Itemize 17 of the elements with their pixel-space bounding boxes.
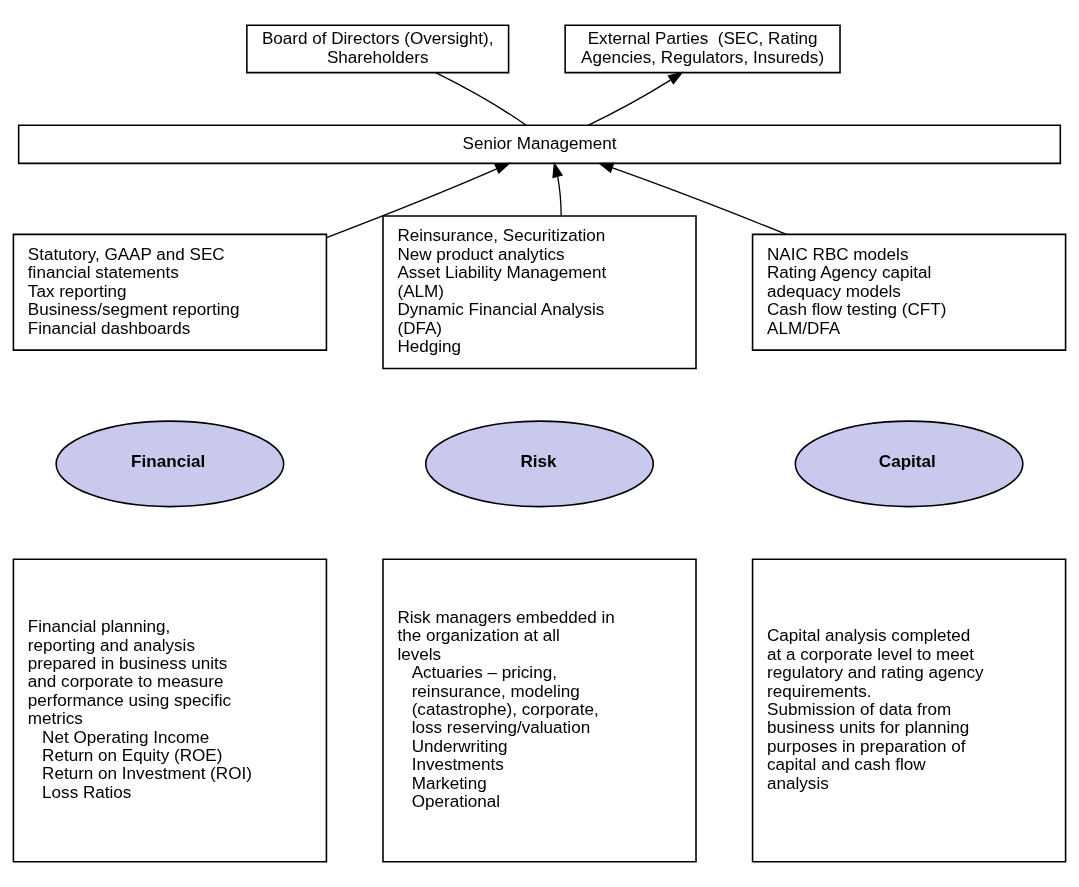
- node-ellipse: Financial: [55, 420, 285, 508]
- node-box: NAIC RBC models Rating Agency capital adequacy models Cash flow testing (CFT) ALM/DFA: [751, 233, 1067, 351]
- node-box: External Parties (SEC, Rating Agencies, Regulators, Insureds): [564, 24, 841, 74]
- node-ellipse: Risk: [424, 420, 655, 508]
- node-box: Financial planning, reporting and analysis prepared in business units and corporate to measure performance using specific metrics Net Operating Income Return on Equity (ROE) Return on Investment (ROI) Loss Ratios: [12, 558, 328, 863]
- node-box: Statutory, GAAP and SEC financial statements Tax reporting Business/segment reporting Financial dashboards: [12, 233, 328, 351]
- arrow: [587, 71, 684, 126]
- node-box: Senior Management: [17, 124, 1062, 165]
- arrow: [552, 161, 564, 217]
- connector: [435, 72, 527, 126]
- node-box: Board of Directors (Oversight), Shareholders: [246, 24, 510, 74]
- node-box: Capital analysis completed at a corporate level to meet regulatory and rating agency requirements. Submission of data from business units for planning purposes in preparation of capital and cash flow analysis: [751, 558, 1067, 863]
- node-box: Reinsurance, Securitization New product analytics Asset Liability Management (ALM) Dynamic Financial Analysis (DFA) Hedging: [382, 215, 697, 370]
- arrow: [597, 162, 788, 235]
- arrow: [325, 162, 511, 239]
- node-box: Risk managers embedded in the organization at all levels Actuaries – pricing, reinsurance, modeling (catastrophe), corporate, loss reserving/valuation Underwriting Investments Marketing Operational: [382, 558, 697, 863]
- node-ellipse: Capital: [794, 420, 1024, 508]
